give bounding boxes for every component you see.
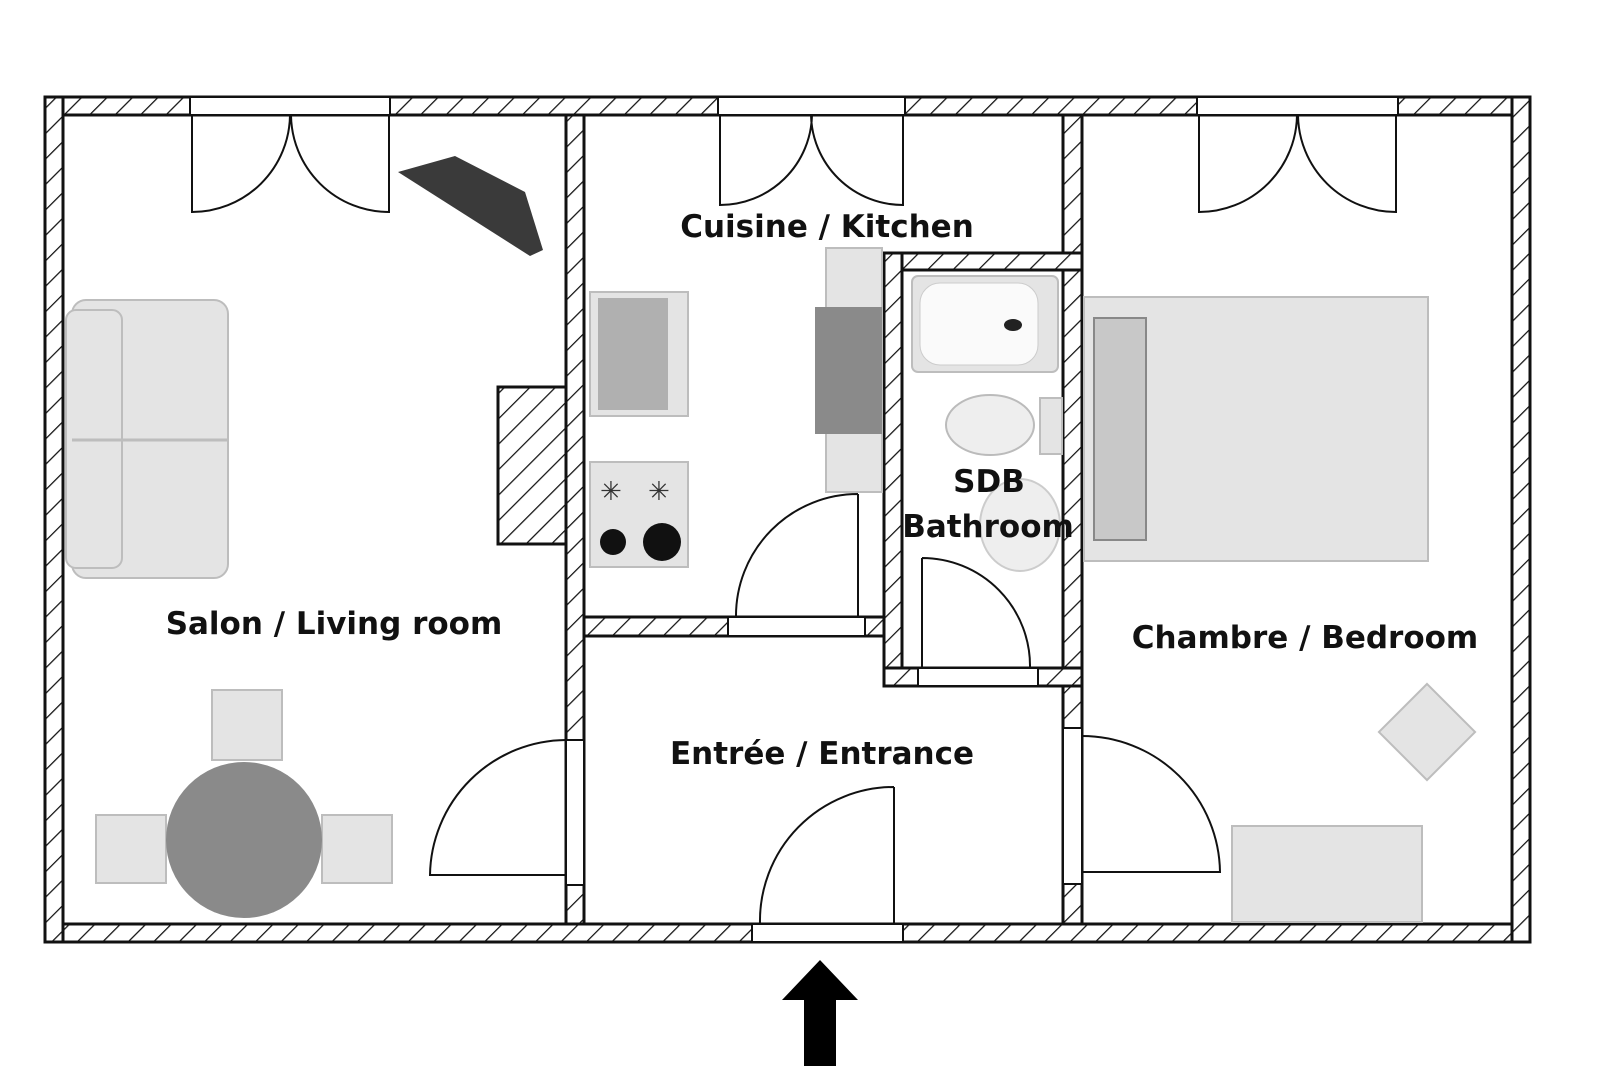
desk bbox=[1231, 825, 1423, 923]
label-entrance: Entrée / Entrance bbox=[670, 736, 974, 772]
room-labels: Salon / Living room Cuisine / Kitchen SD… bbox=[166, 209, 1479, 772]
furniture: ✳ ✳ bbox=[65, 156, 1477, 923]
nightstand bbox=[1377, 682, 1477, 782]
label-bathroom-sdb: SDB bbox=[953, 464, 1025, 500]
door-swings bbox=[191, 114, 1397, 925]
bed bbox=[1083, 296, 1429, 562]
stove: ✳ ✳ bbox=[589, 461, 689, 568]
svg-text:✳: ✳ bbox=[600, 477, 622, 507]
fridge bbox=[589, 291, 689, 417]
sofa bbox=[65, 299, 229, 579]
bathtub bbox=[911, 275, 1059, 373]
sink bbox=[979, 478, 1061, 572]
label-bedroom: Chambre / Bedroom bbox=[1132, 620, 1478, 656]
label-bathroom: Bathroom bbox=[902, 509, 1074, 545]
label-kitchen: Cuisine / Kitchen bbox=[680, 209, 974, 245]
walls bbox=[43, 95, 1532, 944]
toilet bbox=[945, 394, 1063, 456]
entrance-arrow-icon bbox=[782, 960, 858, 1066]
counter bbox=[815, 247, 883, 493]
windows bbox=[189, 96, 1399, 943]
svg-text:✳: ✳ bbox=[648, 477, 670, 507]
tv bbox=[398, 156, 543, 256]
dining-table bbox=[95, 689, 393, 918]
label-living-room: Salon / Living room bbox=[166, 606, 503, 642]
